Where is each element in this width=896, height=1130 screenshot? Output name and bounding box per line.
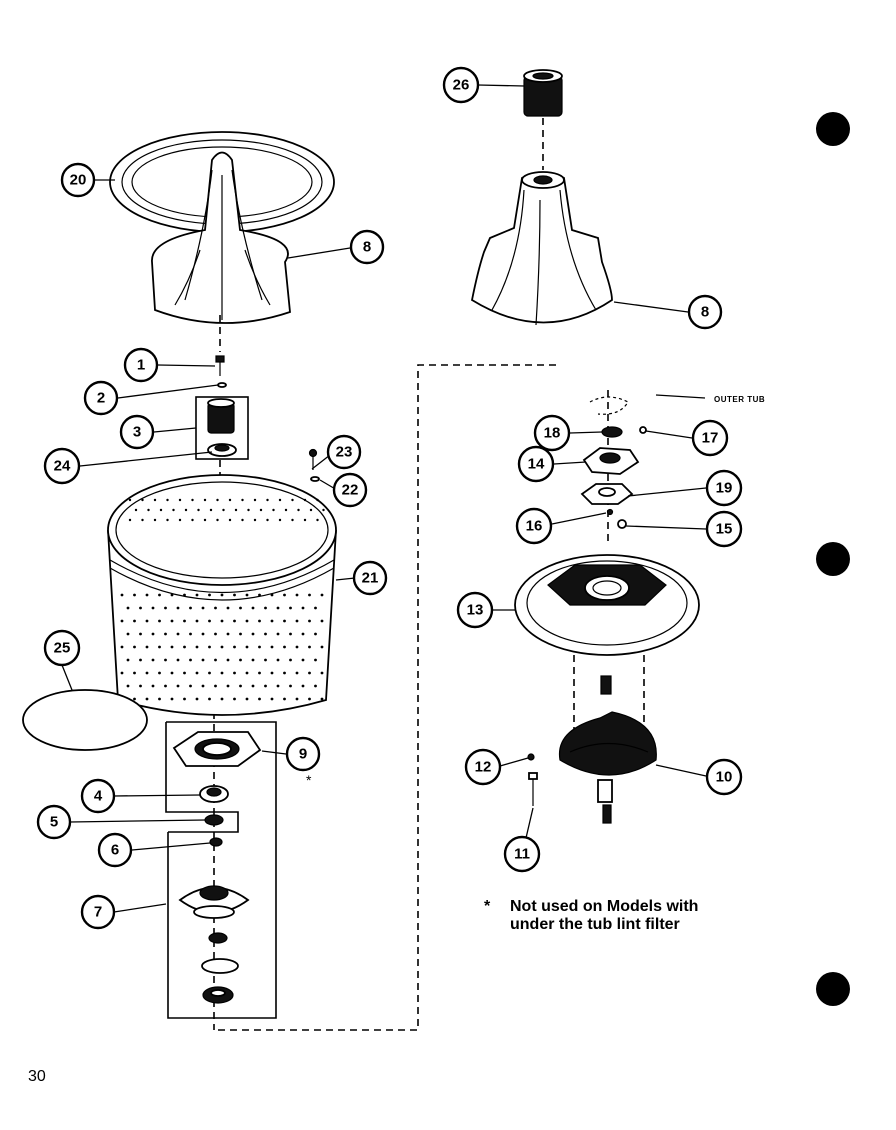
part-26-agitator-cap bbox=[523, 69, 563, 117]
svg-text:1: 1 bbox=[137, 357, 145, 374]
svg-text:13: 13 bbox=[467, 602, 484, 619]
part-8-agitator-left bbox=[151, 151, 291, 324]
svg-text:23: 23 bbox=[336, 444, 353, 461]
part-9-seal-plate bbox=[172, 731, 262, 767]
callout-10: 10 bbox=[705, 758, 743, 796]
callout-14: 14 bbox=[517, 445, 555, 483]
svg-text:10: 10 bbox=[716, 769, 733, 786]
callout-26: 26 bbox=[442, 66, 480, 104]
callout-8-right: 8 bbox=[687, 294, 723, 330]
part-6-washer bbox=[209, 837, 223, 847]
callout-21: 21 bbox=[352, 560, 388, 596]
callout-19: 19 bbox=[705, 469, 743, 507]
callout-4: 4 bbox=[80, 778, 116, 814]
part-25-lint-filter bbox=[22, 689, 148, 751]
callout-15: 15 bbox=[705, 510, 743, 548]
part-1-bolt bbox=[215, 355, 225, 376]
svg-text:20: 20 bbox=[70, 172, 87, 189]
svg-text:21: 21 bbox=[362, 570, 379, 587]
callout-22: 22 bbox=[332, 472, 368, 508]
svg-text:18: 18 bbox=[544, 425, 561, 442]
svg-text:16: 16 bbox=[526, 518, 543, 535]
box-4-5 bbox=[165, 722, 239, 833]
callout-13: 13 bbox=[456, 591, 494, 629]
svg-text:22: 22 bbox=[342, 482, 359, 499]
footnote-asterisk: * bbox=[484, 898, 491, 915]
callout-8-left: 8 bbox=[349, 229, 385, 265]
svg-text:25: 25 bbox=[54, 640, 71, 657]
callout-16: 16 bbox=[515, 507, 553, 545]
callout-23: 23 bbox=[326, 434, 362, 470]
callout-25: 25 bbox=[43, 629, 81, 667]
svg-text:9: 9 bbox=[299, 746, 307, 763]
part-4-bearing bbox=[199, 785, 229, 803]
callout-6: 6 bbox=[97, 832, 133, 868]
part-13-pulley bbox=[514, 554, 700, 656]
footnote-line-2: under the tub lint filter bbox=[510, 916, 680, 933]
part-11-bolt bbox=[528, 772, 538, 806]
part-3-drive-bell bbox=[207, 398, 235, 434]
svg-text:24: 24 bbox=[54, 458, 71, 475]
binder-hole-middle bbox=[816, 542, 850, 576]
part-17-nut bbox=[639, 426, 647, 434]
part-18-washer bbox=[601, 426, 623, 438]
part-5-seal bbox=[204, 814, 224, 826]
svg-text:2: 2 bbox=[97, 390, 105, 407]
leader-lines bbox=[61, 84, 707, 913]
callout-11: 11 bbox=[503, 835, 541, 873]
callout-3: 3 bbox=[119, 414, 155, 450]
part-2-washer bbox=[217, 382, 227, 388]
outer-tub-label: OUTER TUB bbox=[714, 395, 766, 404]
callout-20: 20 bbox=[60, 162, 96, 198]
svg-text:5: 5 bbox=[50, 814, 58, 831]
part-10-gearcase bbox=[558, 675, 657, 824]
svg-text:3: 3 bbox=[133, 424, 141, 441]
callout-18: 18 bbox=[533, 414, 571, 452]
callout-9: 9 bbox=[285, 736, 321, 772]
svg-text:15: 15 bbox=[716, 521, 733, 538]
part-7-hub-assembly bbox=[178, 885, 250, 1004]
callout-1: 1 bbox=[123, 347, 159, 383]
svg-text:17: 17 bbox=[702, 430, 719, 447]
part-12-nut bbox=[527, 753, 535, 761]
callout-24: 24 bbox=[43, 447, 81, 485]
svg-text:12: 12 bbox=[475, 759, 492, 776]
footnote: * Not used on Models with under the tub … bbox=[484, 898, 784, 934]
part-21-wash-basket bbox=[107, 474, 337, 716]
callout-17: 17 bbox=[691, 419, 729, 457]
callout-12: 12 bbox=[464, 748, 502, 786]
part-15-washer bbox=[617, 519, 627, 529]
footnote-line-1: Not used on Models with bbox=[510, 898, 699, 915]
svg-text:6: 6 bbox=[111, 842, 119, 859]
part-16-screw bbox=[606, 508, 614, 516]
svg-text:11: 11 bbox=[514, 846, 530, 863]
callout-5: 5 bbox=[36, 804, 72, 840]
svg-text:8: 8 bbox=[701, 304, 709, 321]
part-8-agitator-right bbox=[470, 171, 613, 326]
part-22-washer bbox=[310, 476, 320, 482]
callout-7: 7 bbox=[80, 894, 116, 930]
binder-hole-bottom bbox=[816, 972, 850, 1006]
part-14-bracket bbox=[582, 447, 640, 475]
svg-text:14: 14 bbox=[528, 456, 545, 473]
part-19-plate bbox=[580, 483, 634, 505]
part-24-cam bbox=[207, 443, 237, 457]
page-number: 30 bbox=[28, 1068, 46, 1085]
svg-text:4: 4 bbox=[94, 788, 103, 805]
svg-text:7: 7 bbox=[94, 904, 102, 921]
callout-2: 2 bbox=[83, 380, 119, 416]
svg-text:19: 19 bbox=[716, 480, 733, 497]
box-9-7 bbox=[166, 721, 277, 1019]
svg-text:8: 8 bbox=[363, 239, 371, 256]
binder-hole-top bbox=[816, 112, 850, 146]
part-9-asterisk: * bbox=[306, 772, 312, 788]
svg-text:26: 26 bbox=[453, 77, 470, 94]
